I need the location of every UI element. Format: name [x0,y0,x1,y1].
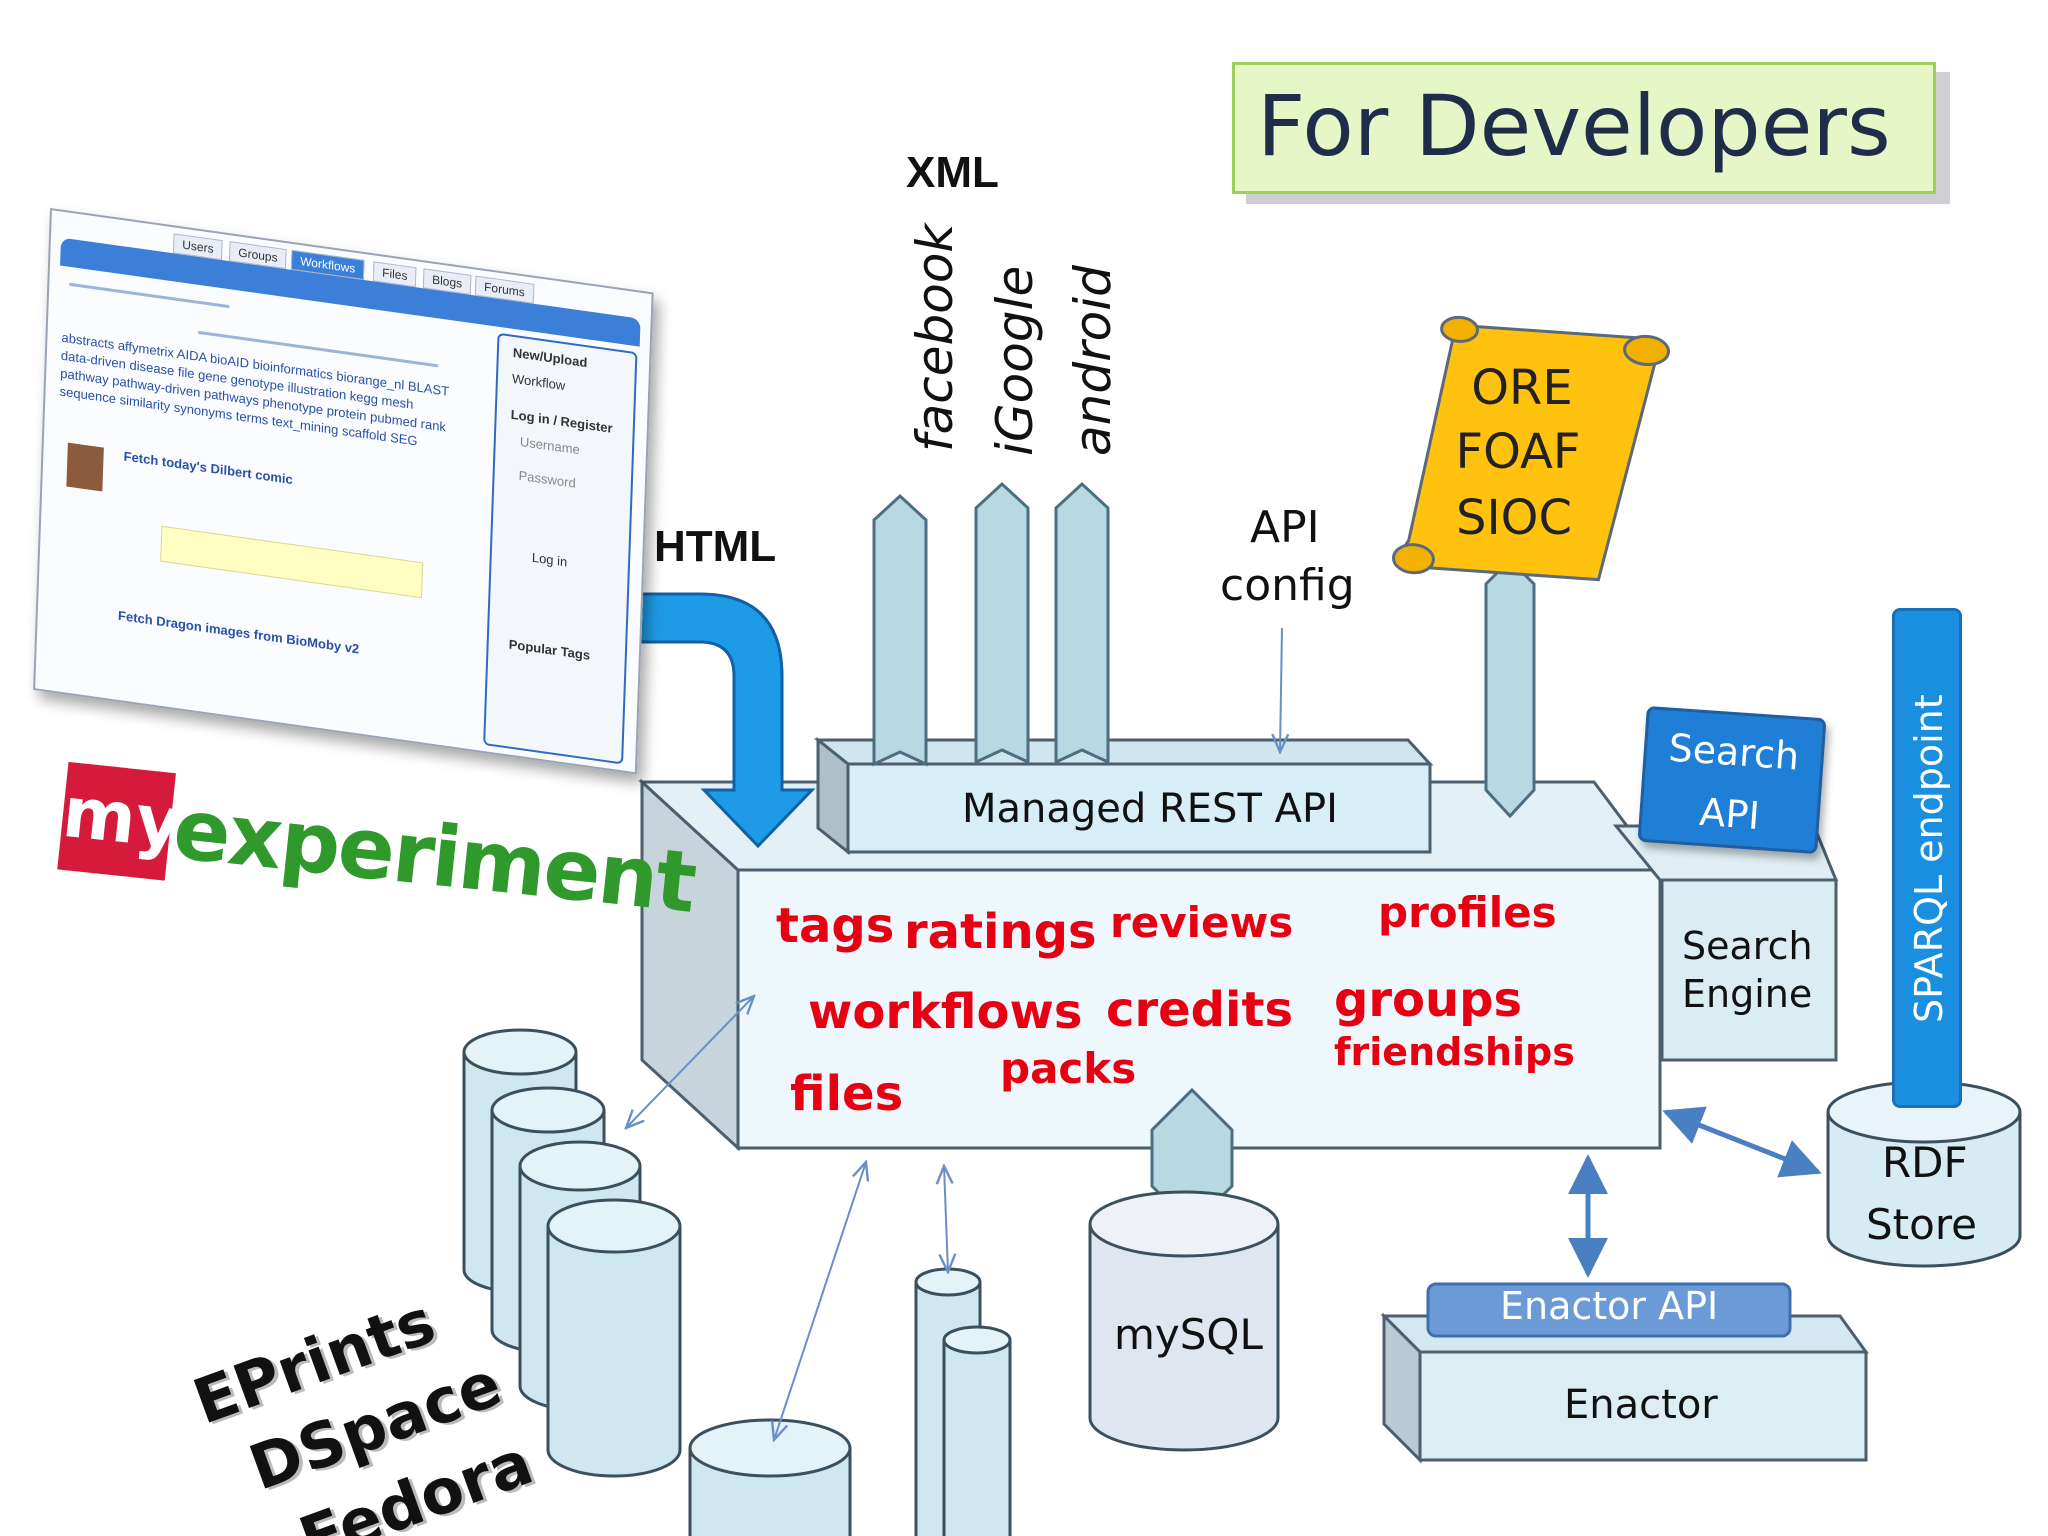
screenshot-panel-item: Popular Tags [508,636,591,663]
client-label-igoogle: iGoogle [986,265,1044,456]
screenshot-license-note [160,525,424,599]
search-api-badge: Search API [1637,705,1827,855]
sparql-endpoint-bar: SPARQL endpoint [1892,608,1962,1108]
client-label-facebook: facebook [906,223,964,452]
entity-friendships: friendships [1334,1030,1575,1074]
html-arrow [630,592,816,849]
scroll-icon [1391,315,1671,582]
enactor-api-label: Enactor API [1500,1284,1719,1328]
page-title: For Developers [1257,77,1891,175]
screenshot-workflow-title: Fetch Dragon images from BioMoby v2 [117,607,360,657]
rdf-store-cylinder [1826,1080,2022,1268]
mysql-label: mySQL [1114,1310,1263,1359]
entity-profiles: profiles [1378,888,1557,937]
rest-api-box [813,736,1434,856]
screenshot-panel-item: Username [519,433,581,458]
managed-rest-api-label: Managed REST API [962,786,1338,832]
client-label-android: android [1064,265,1122,456]
entity-workflows: workflows [808,984,1083,1040]
xml-label: XML [906,148,999,197]
format-sioc: SIOC [1456,490,1572,546]
logo-my: my [57,761,186,881]
client-arrows [872,481,1110,767]
rdf-store-label-line1: RDF [1882,1138,1968,1187]
search-api-label-line1: Search [1667,725,1801,779]
screenshot-panel-item: Password [518,467,576,491]
ore-arrow [1484,557,1536,819]
rdf-store-label-line2: Store [1866,1200,1978,1249]
format-ore: ORE [1471,360,1573,416]
search-engine-label-line1: Search [1682,924,1813,968]
api-config-label-line1: API [1250,502,1320,553]
screenshot-panel-item: Workflow [511,370,566,394]
entity-packs: packs [1000,1044,1137,1093]
entity-tags: tags [776,898,895,954]
screenshot-panel-item: New/Upload [512,344,588,371]
repository-cylinders [462,1028,1012,1536]
connector-arrows [626,627,1822,1440]
enactor-box [1380,1282,1869,1464]
api-config-label-line2: config [1220,560,1355,611]
entity-groups: groups [1334,972,1523,1028]
entity-files: files [790,1066,904,1122]
mysql-cylinder [1088,1190,1280,1452]
html-label: HTML [654,522,777,571]
screenshot-workflow-title: Fetch today's Dilbert comic [123,448,294,488]
screenshot-avatar [66,442,104,492]
format-foaf: FOAF [1455,424,1581,480]
title-box: For Developers [1232,62,1936,194]
entity-credits: credits [1106,982,1294,1038]
sparql-endpoint-label: SPARQL endpoint [1907,694,1951,1023]
search-engine-label-line2: Engine [1682,972,1813,1016]
screenshot-side-panel: New/Upload Workflow Log in / Register Us… [483,332,638,765]
entity-ratings: ratings [904,904,1097,960]
screenshot-line [69,282,230,309]
myexperiment-screenshot: Users Groups Workflows Files Blogs Forum… [33,208,654,775]
enactor-label: Enactor [1564,1382,1718,1428]
entity-reviews: reviews [1110,898,1294,947]
screenshot-panel-item: Log in [531,549,568,570]
search-api-label-line2: API [1698,789,1762,838]
screenshot-panel-item: Log in / Register [510,406,613,436]
